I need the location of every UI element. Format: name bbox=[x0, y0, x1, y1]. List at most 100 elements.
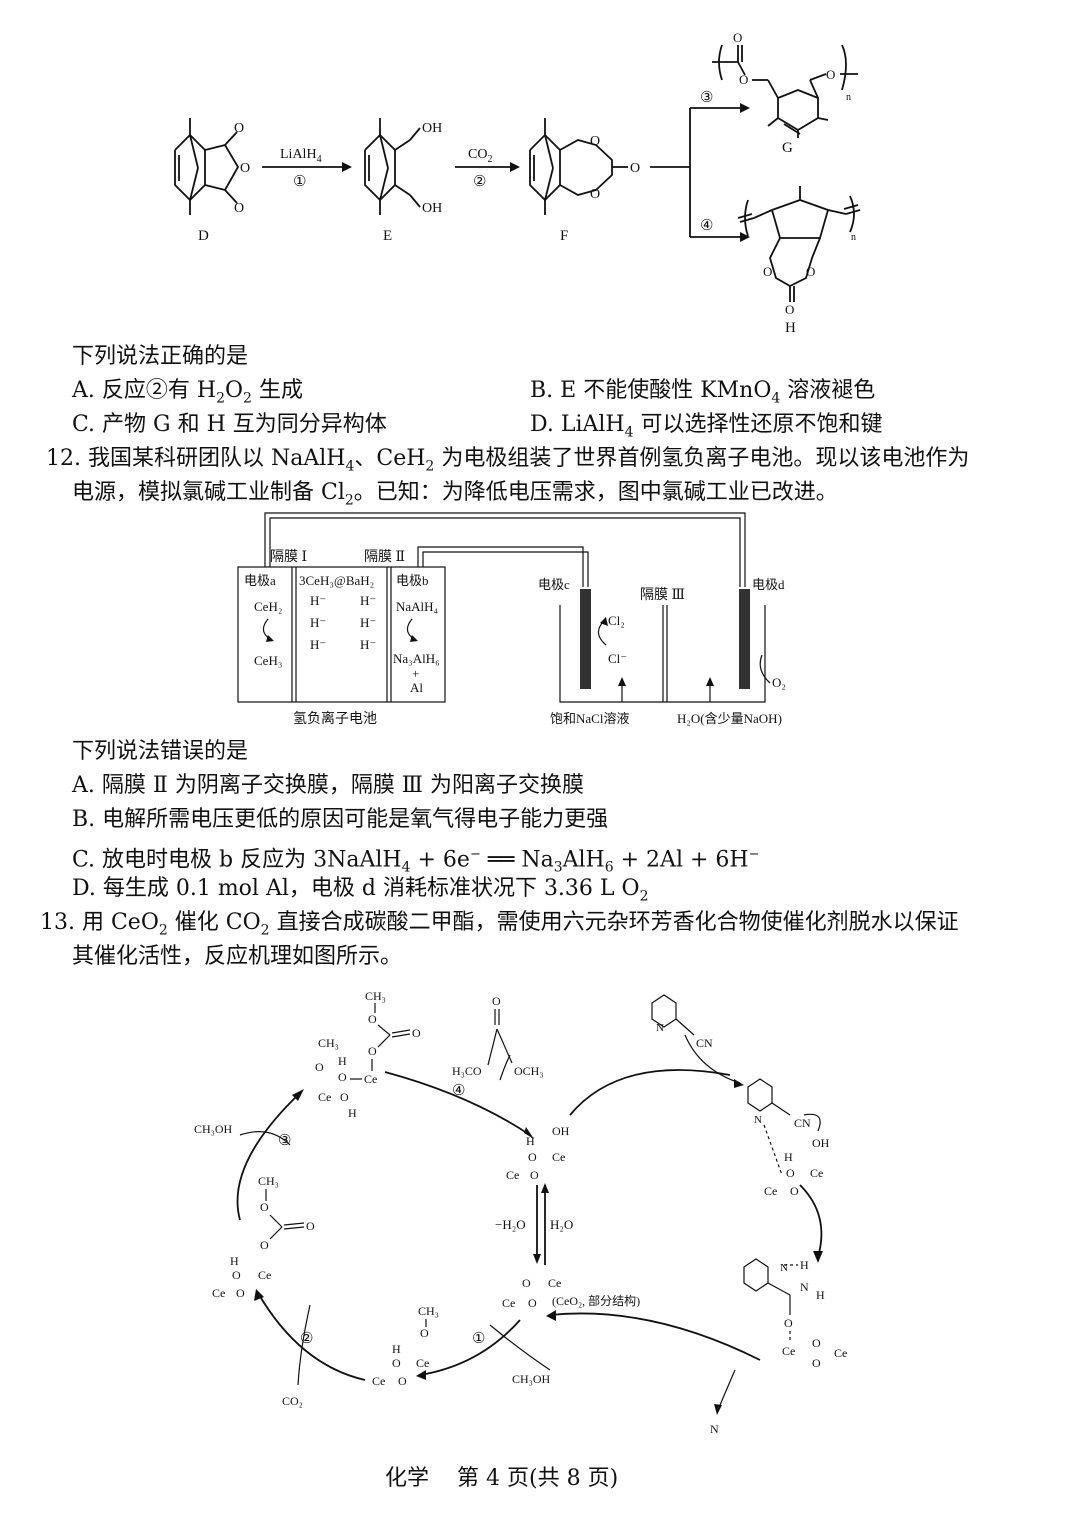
svg-text:Ce: Ce bbox=[416, 1356, 429, 1370]
svg-text:O: O bbox=[785, 302, 794, 317]
compound-f: O O O F bbox=[529, 118, 640, 244]
svg-text:O: O bbox=[412, 1026, 421, 1040]
catalytic-cycle-diagram: −H₂O H₂O ④ ③ ② ① CH₃ O O O CH₃ H O O Ce … bbox=[194, 989, 847, 1436]
svg-text:Ce: Ce bbox=[810, 1166, 823, 1180]
svg-text:Ce: Ce bbox=[548, 1276, 561, 1290]
q12-stem-line1: 12. 我国某科研团队以 NaAlH4、CeH2 为电极组装了世界首例氢负离子电… bbox=[46, 446, 970, 475]
svg-text:N: N bbox=[656, 1022, 664, 1034]
h2o-caption: H₂O(含少量NaOH) bbox=[677, 711, 782, 726]
svg-text:Cl₂: Cl₂ bbox=[608, 613, 625, 628]
step-4-label: ④ bbox=[452, 1083, 465, 1099]
svg-text:O: O bbox=[590, 134, 600, 149]
electrode-d-label: 电极d bbox=[752, 577, 785, 592]
svg-text:O: O bbox=[812, 1336, 821, 1350]
svg-text:Cl⁻: Cl⁻ bbox=[608, 651, 627, 666]
svg-text:OCH₃: OCH₃ bbox=[514, 1064, 544, 1078]
svg-text:①: ① bbox=[293, 174, 306, 190]
top-reaction-scheme: OH O O O D LiAlH4 ① OH OH E CO2 ② bbox=[174, 30, 861, 336]
svg-text:H: H bbox=[816, 1288, 825, 1302]
svg-text:CeH₃: CeH₃ bbox=[254, 653, 282, 668]
svg-text:CH₃: CH₃ bbox=[418, 1304, 439, 1318]
q12-option-b[interactable]: B. 电解所需电压更低的原因可能是氧气得电子能力更强 bbox=[72, 807, 609, 832]
svg-text:LiAlH4: LiAlH4 bbox=[280, 147, 322, 165]
svg-text:O: O bbox=[240, 161, 250, 176]
svg-text:Ce: Ce bbox=[552, 1150, 565, 1164]
svg-text:O: O bbox=[338, 1070, 347, 1084]
svg-text:H⁻: H⁻ bbox=[360, 593, 376, 608]
q11-option-d[interactable]: D. LiAlH4 可以选择性还原不饱和键 bbox=[530, 412, 883, 441]
svg-text:CN: CN bbox=[794, 1116, 811, 1130]
hydride-ion-battery: 隔膜 Ⅰ 隔膜 Ⅱ 电极a 3CeH₃@BaH₂ 电极b H⁻ H⁻ H⁻ H⁻… bbox=[237, 549, 446, 727]
svg-text:O: O bbox=[812, 1356, 821, 1370]
svg-text:O: O bbox=[234, 201, 244, 216]
membrane-1-label: 隔膜 Ⅰ bbox=[270, 549, 307, 565]
svg-text:CH₃: CH₃ bbox=[258, 1174, 279, 1188]
nacl-caption: 饱和NaCl溶液 bbox=[550, 711, 629, 726]
q12-stem-line2: 电源，模拟氯碱工业制备 Cl2。已知：为降低电压需求，图中氯碱工业已改进。 bbox=[72, 480, 838, 509]
intermediate-top: CH₃ O O O CH₃ H O O Ce Ce O H bbox=[315, 989, 421, 1120]
svg-text:CH₃: CH₃ bbox=[318, 1036, 339, 1050]
svg-text:H⁻: H⁻ bbox=[310, 593, 326, 608]
svg-text:O: O bbox=[739, 72, 748, 87]
svg-text:H: H bbox=[784, 1150, 793, 1164]
svg-text:O: O bbox=[530, 1168, 539, 1182]
q11-option-a[interactable]: A. 反应②有 H2O2 生成 bbox=[72, 378, 303, 407]
svg-text:O: O bbox=[790, 1184, 799, 1198]
svg-text:CO2: CO2 bbox=[468, 147, 492, 165]
svg-text:O: O bbox=[306, 1219, 315, 1233]
svg-text:H⁻: H⁻ bbox=[360, 615, 376, 630]
svg-text:CeH₂: CeH₂ bbox=[254, 599, 282, 614]
svg-text:④: ④ bbox=[700, 218, 713, 234]
q12-option-a[interactable]: A. 隔膜 Ⅱ 为阴离子交换膜，隔膜 Ⅲ 为阳离子交换膜 bbox=[72, 773, 585, 798]
step-3-label: ③ bbox=[278, 1133, 291, 1149]
footer-page-number: 第 4 页(共 8 页) bbox=[457, 1466, 619, 1491]
svg-text:③: ③ bbox=[700, 90, 713, 106]
q13-stem-line1: 13. 用 CeO2 催化 CO2 直接合成碳酸二甲酯，需使用六元杂环芳香化合物… bbox=[40, 910, 959, 939]
q11-option-b[interactable]: B. E 不能使酸性 KMnO4 溶液褪色 bbox=[530, 378, 876, 407]
svg-text:O: O bbox=[232, 1268, 241, 1282]
intermediate-left: CH₃ O O O H O Ce Ce O bbox=[212, 1174, 315, 1300]
svg-text:O₂: O₂ bbox=[772, 675, 786, 690]
svg-text:−H₂O: −H₂O bbox=[495, 1217, 526, 1232]
electrode-b-label: 电极b bbox=[396, 573, 429, 588]
svg-text:N: N bbox=[800, 1280, 809, 1294]
svg-text:O: O bbox=[368, 1044, 377, 1058]
ceo2-note: (CeO₂, 部分结构) bbox=[552, 1293, 640, 1308]
svg-text:H₃CO: H₃CO bbox=[452, 1064, 482, 1078]
svg-text:Ce: Ce bbox=[782, 1344, 795, 1358]
q12-prompt: 下列说法错误的是 bbox=[72, 739, 249, 764]
svg-text:O: O bbox=[420, 1326, 429, 1340]
branch-arrows: ③ ④ bbox=[650, 90, 750, 242]
reaction-arrow-2: CO2 ② bbox=[455, 147, 520, 190]
q12-option-c[interactable]: C. 放电时电极 b 反应为 3NaAlH4 + 6e− ══ Na3AlH6 … bbox=[72, 847, 760, 876]
svg-text:n: n bbox=[846, 92, 851, 103]
q12-option-d[interactable]: D. 每生成 0.1 mol Al，电极 d 消耗标准状况下 3.36 L O2 bbox=[72, 876, 649, 905]
svg-text:Na₃AlH₆: Na₃AlH₆ bbox=[393, 651, 440, 666]
svg-text:N: N bbox=[754, 1114, 762, 1126]
svg-text:O: O bbox=[260, 1200, 269, 1214]
intermediate-right-top: N CN OH H O Ce Ce O bbox=[747, 1078, 830, 1198]
membrane-3-label: 隔膜 Ⅲ bbox=[640, 587, 685, 603]
svg-text:OH: OH bbox=[422, 201, 442, 216]
reaction-arrow-1: LiAlH4 ① bbox=[262, 147, 352, 190]
svg-text:O: O bbox=[786, 1166, 795, 1180]
svg-text:OH: OH bbox=[812, 1136, 830, 1150]
svg-text:Ce: Ce bbox=[318, 1090, 331, 1104]
q11-option-c[interactable]: C. 产物 G 和 H 互为同分异构体 bbox=[72, 412, 387, 437]
svg-text:O: O bbox=[234, 121, 244, 136]
svg-text:CH₃OH: CH₃OH bbox=[512, 1372, 551, 1386]
svg-text:O: O bbox=[733, 30, 742, 45]
svg-text:E: E bbox=[383, 228, 392, 244]
svg-text:O: O bbox=[392, 1356, 401, 1370]
svg-text:O: O bbox=[340, 1090, 349, 1104]
svg-text:OH: OH bbox=[422, 121, 442, 136]
q11-prompt: 下列说法正确的是 bbox=[72, 344, 249, 369]
cyanopyridine: N CN bbox=[651, 994, 713, 1050]
svg-text:Ce: Ce bbox=[834, 1346, 847, 1360]
electrolysis-cell: 隔膜 Ⅲ 电极c 电极d Cl₂ Cl⁻ O₂ 饱和NaCl溶液 H₂O(含少量… bbox=[538, 577, 786, 726]
intermediate-right-bottom: N H N H O Ce O O Ce bbox=[743, 1258, 847, 1370]
svg-text:Ce: Ce bbox=[372, 1374, 385, 1388]
svg-text:N: N bbox=[780, 1262, 788, 1274]
svg-text:OH: OH bbox=[552, 1124, 570, 1138]
arc-step4 bbox=[384, 1071, 531, 1136]
